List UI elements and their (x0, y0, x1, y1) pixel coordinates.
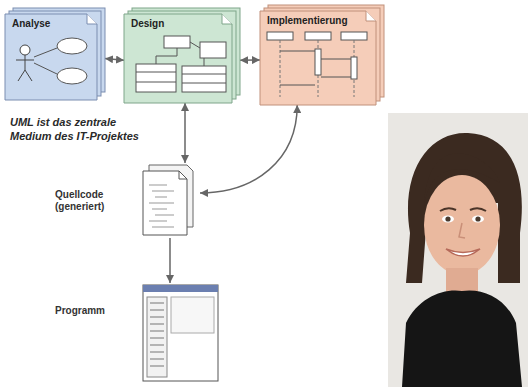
drawing-part (150, 310, 164, 311)
drawing-part (150, 338, 164, 339)
drawing-part (155, 215, 174, 216)
drawing-part (182, 74, 226, 83)
drawing-part (267, 32, 293, 40)
drawing-part (406, 133, 522, 283)
drawing-part (152, 191, 174, 192)
drawing-part (351, 57, 357, 79)
connector-arrow (105, 59, 124, 61)
drawing-part (470, 208, 486, 211)
document-title: Analyse (12, 18, 50, 29)
caption-note: UML ist das zentrale Medium des IT-Proje… (10, 116, 160, 144)
drawing-part (472, 216, 484, 223)
drawing-part (459, 223, 465, 238)
drawing-part (446, 249, 480, 256)
drawing-part (341, 32, 367, 40)
connector-arrow (200, 105, 297, 193)
drawing-part (366, 11, 376, 21)
drawing-part (260, 11, 376, 105)
document-title: Implementierung (267, 15, 348, 26)
program-node: Programm (55, 283, 221, 383)
drawing-part (152, 209, 167, 210)
drawing-part (442, 216, 454, 223)
drawing-part (179, 171, 187, 179)
connector-arrow (184, 103, 186, 163)
drawing-part (152, 227, 174, 228)
drawing-part (57, 68, 87, 84)
drawing-part (143, 171, 187, 235)
drawing-part (5, 14, 97, 100)
drawing-part (149, 221, 167, 222)
drawing-part (222, 14, 232, 24)
drawing-part (136, 72, 176, 82)
node-shape (55, 163, 200, 238)
drawing-part (182, 66, 226, 92)
drawing-part (280, 51, 351, 85)
drawing-part (475, 216, 480, 221)
drawing-part (149, 185, 167, 186)
drawing-part (34, 48, 57, 74)
drawing-part (124, 14, 232, 103)
portrait-photo (388, 113, 528, 387)
drawing-part (150, 317, 164, 318)
drawing-part (143, 285, 218, 381)
drawing-part (143, 285, 218, 292)
node-shape (55, 283, 221, 383)
drawing-part (424, 175, 500, 275)
node-label: Programm (55, 305, 135, 317)
drawing-part (402, 290, 522, 387)
drawing-part (147, 297, 167, 377)
drawing-part (150, 359, 164, 360)
node-label: Quellcode (generiert) (55, 189, 135, 213)
drawing-part (57, 38, 87, 54)
implementation-document: Implementierung (260, 5, 384, 105)
drawing-part (280, 40, 281, 97)
drawing-part (155, 197, 167, 198)
connector-arrow (169, 238, 171, 283)
drawing-part (156, 42, 204, 66)
drawing-part (171, 297, 214, 333)
drawing-part (20, 45, 30, 55)
analysis-document: Analyse (5, 8, 105, 100)
drawing-part (388, 113, 528, 387)
drawing-part (150, 331, 164, 332)
drawing-part (16, 55, 34, 81)
design-document: Design (124, 8, 240, 103)
drawing-part (87, 14, 97, 24)
drawing-part (305, 32, 331, 40)
drawing-part (440, 208, 456, 211)
drawing-part (200, 42, 226, 58)
drawing-part (136, 64, 176, 92)
source-code-node: Quellcode (generiert) (55, 163, 200, 238)
drawing-part (150, 324, 164, 325)
drawing-part (150, 352, 164, 353)
drawing-part (445, 216, 450, 221)
drawing-part (149, 203, 174, 204)
connector-arrow (240, 59, 260, 61)
drawing-part (150, 345, 164, 346)
drawing-part (150, 303, 164, 304)
drawing-part (424, 154, 500, 208)
drawing-part (315, 49, 321, 75)
drawing-part (164, 36, 190, 48)
document-title: Design (131, 18, 164, 29)
drawing-part (150, 366, 164, 367)
